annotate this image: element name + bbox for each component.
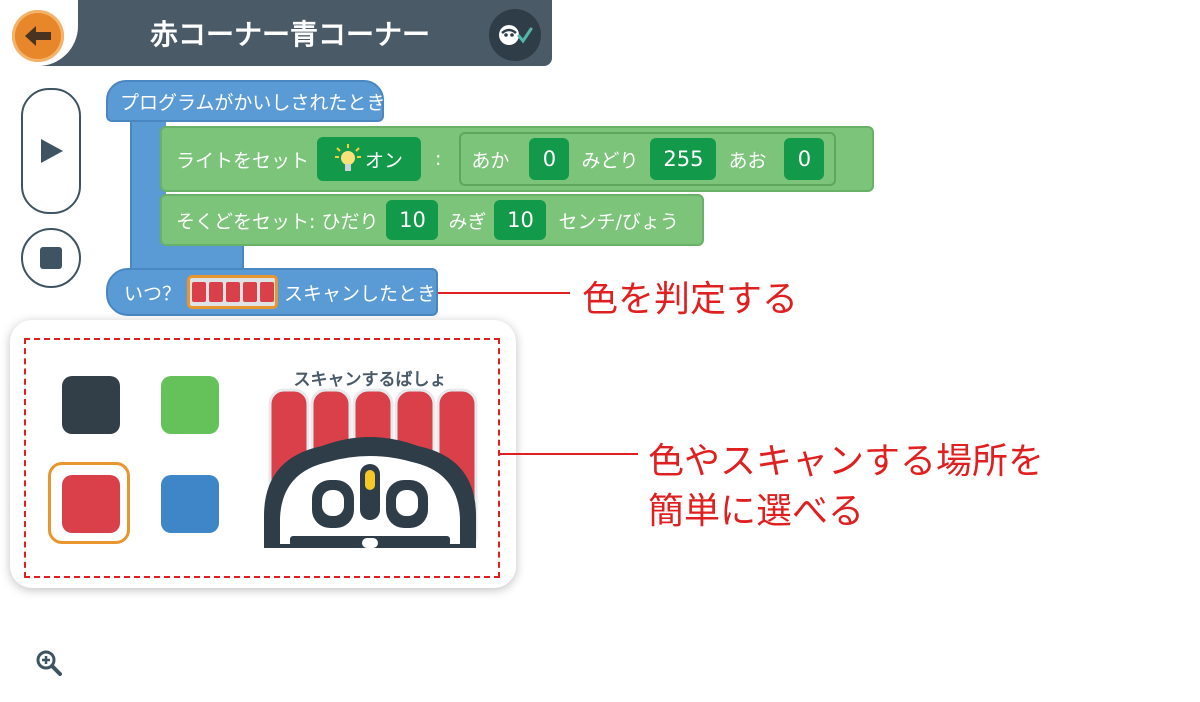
- scan-cell: [259, 282, 274, 302]
- scan-cell: [191, 282, 206, 302]
- annotation-judge-color: 色を判定する: [582, 279, 799, 320]
- robot-connected-icon: [499, 25, 533, 45]
- speed-unit-label: センチ/びょう: [558, 210, 679, 233]
- program-start-label: プログラムがかいしされたとき: [120, 91, 386, 114]
- scan-area-selector[interactable]: [262, 388, 478, 548]
- arrow-left-icon: [25, 26, 51, 46]
- scan-cell: [208, 282, 223, 302]
- color-swatch-blue[interactable]: [161, 475, 219, 533]
- program-start-block[interactable]: プログラムがかいしされたとき: [106, 80, 386, 122]
- set-light-label: ライトをセット: [176, 149, 310, 172]
- set-light-block[interactable]: ライトをセット オン : あか 0 みどり 255 あお 0: [160, 126, 874, 192]
- back-button[interactable]: [12, 10, 64, 62]
- scan-cell: [225, 282, 240, 302]
- annotation-easy-select-2: 簡単に選べる: [648, 491, 865, 532]
- green-label: みどり: [581, 149, 639, 172]
- rgb-value-group: あか 0 みどり 255 あお 0: [459, 132, 837, 186]
- left-speed-field[interactable]: 10: [386, 200, 439, 240]
- light-bulb-icon: [335, 144, 361, 171]
- annotation-easy-select-1: 色やスキャンする場所を: [648, 441, 1045, 482]
- selected-swatch-ring: [48, 462, 130, 544]
- right-speed-field[interactable]: 10: [494, 200, 547, 240]
- when-suffix-label: スキャンしたとき: [283, 282, 436, 305]
- blue-label: あお: [728, 149, 767, 172]
- set-speed-label: そくどをセット: ひだり: [176, 210, 379, 233]
- right-label: みぎ: [448, 210, 487, 233]
- scan-area-label: スキャンするばしょ: [293, 370, 447, 390]
- red-label: あか: [471, 149, 510, 172]
- red-value-field[interactable]: 0: [529, 138, 570, 180]
- zoom-in-button[interactable]: [36, 650, 62, 676]
- light-state-dropdown[interactable]: オン: [317, 137, 422, 181]
- scan-cell: [242, 282, 257, 302]
- color-picker-field[interactable]: [187, 275, 278, 309]
- color-swatch-black[interactable]: [62, 376, 120, 434]
- page-title: 赤コーナー青コーナー: [149, 18, 430, 51]
- play-icon: [41, 139, 63, 163]
- annotation-line-judge: [438, 292, 570, 294]
- green-value-field[interactable]: 255: [650, 138, 717, 180]
- play-button[interactable]: [21, 88, 81, 214]
- annotation-line-easy: [500, 453, 638, 455]
- light-state-value: オン: [365, 149, 404, 172]
- blue-value-field[interactable]: 0: [784, 138, 825, 180]
- highlight-box: [24, 338, 500, 578]
- color-swatch-red[interactable]: [62, 475, 120, 533]
- when-prefix-label: いつ？: [124, 282, 182, 305]
- color-swatch-green[interactable]: [161, 376, 219, 434]
- robot-icon: [264, 437, 476, 548]
- header-bar: [0, 0, 552, 66]
- zoom-in-icon: [36, 650, 62, 676]
- device-status-button[interactable]: [489, 9, 541, 61]
- set-speed-block[interactable]: そくどをセット: ひだり 10 みぎ 10 センチ/びょう: [160, 194, 704, 246]
- stop-button[interactable]: [21, 228, 81, 288]
- colon-separator: :: [435, 148, 442, 170]
- stop-icon: [40, 247, 62, 269]
- when-scanned-block[interactable]: いつ？ スキャンしたとき: [106, 268, 438, 316]
